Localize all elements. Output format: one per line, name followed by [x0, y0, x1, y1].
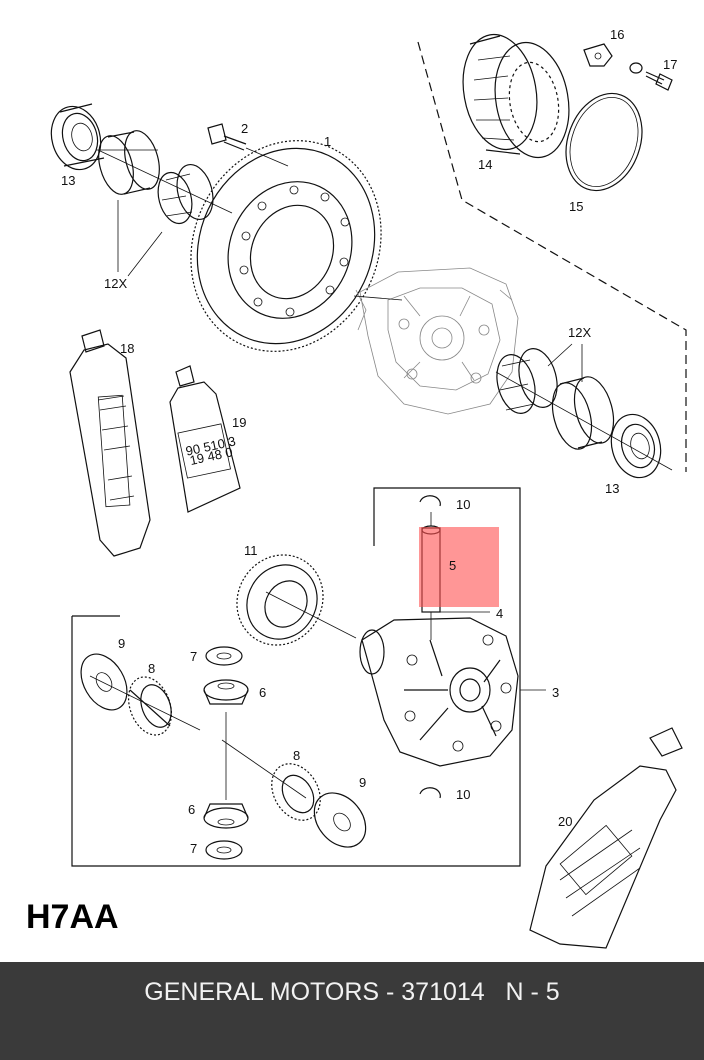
label-7-top: 7	[190, 649, 197, 664]
sealant-tube-20	[529, 727, 683, 949]
differential-case-assembly-top	[353, 267, 519, 415]
bolt-2	[207, 123, 289, 167]
label-19: 19	[232, 415, 246, 430]
crown-gear-11	[236, 554, 324, 646]
washer-7-top	[205, 646, 243, 666]
label-1: 1	[324, 134, 331, 149]
washer-7-bottom	[205, 840, 243, 860]
pinion-gear-6-top	[203, 679, 249, 705]
label-16: 16	[610, 27, 624, 42]
label-18: 18	[120, 341, 134, 356]
highlighted-part-label: 5	[449, 558, 457, 573]
thrust-washer-9-top	[80, 653, 128, 711]
clip-16	[583, 43, 613, 67]
speedo-drive-gear-14	[462, 33, 570, 159]
label-10-top: 10	[456, 497, 470, 512]
label-13-top: 13	[61, 173, 75, 188]
model-code-title: H7AA	[26, 898, 119, 936]
label-12x-right: 12X	[568, 325, 591, 340]
label-13-right: 13	[605, 481, 619, 496]
label-12x-top: 12X	[104, 276, 127, 291]
label-14: 14	[478, 157, 492, 172]
retaining-ring-15	[565, 92, 643, 192]
footer-bar: GENERAL MOTORS - 371014 N - 5	[0, 962, 704, 1060]
label-20: 20	[558, 814, 572, 829]
bearing-race-12x-right	[551, 376, 615, 450]
sealant-tube-18	[69, 329, 151, 557]
sealant-tube-19: 90 510 3 19 48 0	[169, 365, 241, 513]
label-17: 17	[663, 57, 677, 72]
label-15: 15	[569, 199, 583, 214]
label-10-bottom: 10	[456, 787, 470, 802]
part-number-labels: 1 2 3 4 6 6 7 7 8 8 9 9 10 10 11 12X 12X…	[61, 27, 677, 856]
label-4: 4	[496, 606, 503, 621]
bearing-race-12x-top	[96, 130, 160, 195]
footer-caption: GENERAL MOTORS - 371014 N - 5	[144, 978, 560, 1006]
label-8-top: 8	[148, 661, 155, 676]
circlip-10-top	[419, 495, 441, 526]
label-9-bottom: 9	[359, 775, 366, 790]
pinion-gear-6-bottom	[203, 803, 249, 829]
top-group-outline	[417, 41, 687, 472]
screw-17	[629, 62, 673, 91]
label-7-bottom: 7	[190, 841, 197, 856]
roller-bearing-12x-top	[157, 163, 214, 225]
label-3: 3	[552, 685, 559, 700]
exploded-parts-diagram: 90 510 3 19 48 0	[26, 27, 687, 949]
roller-bearing-12x-right	[496, 348, 558, 414]
label-11: 11	[244, 543, 258, 558]
differential-case-3	[359, 617, 546, 767]
side-gear-group-frame	[71, 487, 521, 867]
label-8-bottom: 8	[293, 748, 300, 763]
circlip-10-bottom	[419, 787, 441, 799]
label-6-top: 6	[259, 685, 266, 700]
highlighted-part-box[interactable]	[419, 527, 499, 607]
label-9-top: 9	[118, 636, 125, 651]
bearing-cup-13-top	[50, 103, 105, 171]
label-6-bottom: 6	[188, 802, 195, 817]
bearing-cup-13-right	[610, 413, 662, 479]
thrust-washer-9-bottom	[313, 792, 367, 848]
side-gear-8-bottom	[271, 763, 321, 821]
ring-gear-1	[190, 140, 382, 352]
side-gear-8-top	[127, 676, 173, 736]
label-2: 2	[241, 121, 248, 136]
diagram-drawing: 90 510 3 19 48 0	[50, 27, 687, 949]
